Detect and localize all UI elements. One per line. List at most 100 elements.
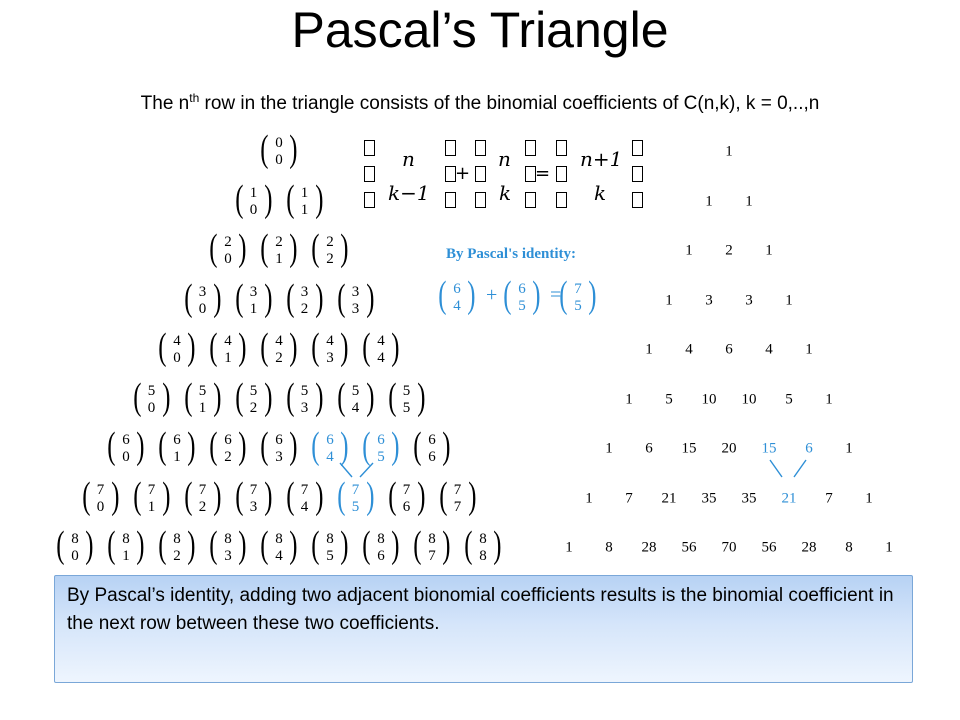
triangle-number: 4 bbox=[765, 341, 773, 358]
binomial-top: 6 bbox=[224, 432, 232, 448]
triangle-number: 1 bbox=[625, 391, 633, 407]
binomial-top: 7 bbox=[147, 481, 156, 498]
binomial-top: 7 bbox=[453, 481, 462, 498]
binomial-bottom: 7 bbox=[453, 498, 462, 515]
formula-bracket-box bbox=[632, 140, 643, 156]
binomial-bottom: 2 bbox=[300, 300, 309, 317]
binomial-bottom: 6 bbox=[377, 548, 385, 564]
binomial-top: 7 bbox=[351, 481, 360, 498]
binomial-top: 6 bbox=[326, 432, 334, 448]
triangle-number: 1 bbox=[605, 440, 613, 457]
identity-label: By Pascal's identity: bbox=[446, 246, 576, 262]
binomial-top: 6 bbox=[173, 432, 181, 448]
triangle-number: 1 bbox=[645, 341, 653, 358]
triangle-number: 1 bbox=[845, 440, 853, 457]
binomial-top: 5 bbox=[249, 382, 258, 399]
binomial-bottom: 0 bbox=[96, 498, 105, 515]
binomial-bottom: 6 bbox=[402, 498, 411, 515]
triangle-number: 2 bbox=[725, 242, 733, 259]
binomial-top: 0 bbox=[275, 135, 283, 151]
formula-n3: n+1 bbox=[580, 147, 623, 171]
triangle-number: 6 bbox=[805, 440, 813, 457]
binomial-bottom: 3 bbox=[249, 498, 258, 515]
binomial-top: 2 bbox=[224, 234, 232, 250]
binomial-top: 1 bbox=[249, 184, 258, 201]
identity-plus: + bbox=[486, 284, 498, 306]
binomial-top: 8 bbox=[428, 531, 436, 547]
triangle-number: 28 bbox=[801, 539, 817, 556]
triangle-number: 6 bbox=[645, 440, 653, 457]
binomial-bottom: 6 bbox=[428, 449, 436, 465]
triangle-number: 10 bbox=[701, 391, 717, 407]
binomial-top: 6 bbox=[428, 432, 436, 448]
triangle-number: 20 bbox=[721, 440, 737, 457]
triangle-number: 10 bbox=[741, 391, 757, 407]
binomial-bottom: 0 bbox=[122, 449, 130, 465]
binomial-bottom: 3 bbox=[224, 548, 232, 564]
triangle-number: 1 bbox=[865, 490, 873, 506]
triangle-number: 1 bbox=[685, 242, 693, 259]
formula-n2: n bbox=[498, 147, 511, 171]
binomial-top: 6 bbox=[377, 432, 385, 448]
triangle-number: 3 bbox=[745, 292, 753, 308]
formula-bracket-box bbox=[364, 166, 375, 182]
formula-k3: k bbox=[594, 181, 607, 205]
formula-bracket-box bbox=[364, 192, 375, 208]
formula-bracket-box bbox=[364, 140, 375, 156]
pascal-identity-formula: n k−1 + n k = n+1 k bbox=[360, 138, 650, 210]
binomial-bottom: 3 bbox=[300, 399, 309, 416]
formula-bracket-box bbox=[475, 166, 486, 182]
binomial-bottom: 2 bbox=[198, 498, 207, 515]
formula-k1: k−1 bbox=[388, 181, 430, 205]
triangle-number: 5 bbox=[785, 391, 793, 407]
right-connector-b bbox=[793, 459, 807, 478]
subtitle-prefix: The n bbox=[140, 93, 190, 114]
formula-bracket-box bbox=[525, 192, 536, 208]
binomial-bottom: 4 bbox=[377, 350, 385, 366]
binomial-bottom: 0 bbox=[249, 201, 258, 218]
triangle-number: 1 bbox=[565, 539, 573, 556]
binomial-top: 8 bbox=[224, 531, 232, 547]
binomial-bottom: 1 bbox=[198, 399, 207, 416]
identity-term1-bottom: 4 bbox=[453, 298, 461, 314]
binomial-top: 5 bbox=[198, 382, 207, 399]
formula-k2: k bbox=[499, 181, 512, 205]
binomial-bottom: 1 bbox=[275, 251, 283, 267]
formula-bracket-box bbox=[556, 166, 567, 182]
formula-bracket-box bbox=[632, 192, 643, 208]
identity-term2-top: 6 bbox=[518, 281, 526, 297]
binomial-top: 5 bbox=[402, 382, 411, 399]
binomial-bottom: 1 bbox=[249, 300, 258, 317]
binomial-top: 8 bbox=[326, 531, 334, 547]
left-connector-b bbox=[359, 462, 374, 478]
binomial-top: 6 bbox=[275, 432, 283, 448]
binomial-top: 8 bbox=[275, 531, 283, 547]
binomial-bottom: 0 bbox=[224, 251, 232, 267]
binomial-top: 8 bbox=[173, 531, 181, 547]
triangle-number: 5 bbox=[665, 391, 673, 407]
